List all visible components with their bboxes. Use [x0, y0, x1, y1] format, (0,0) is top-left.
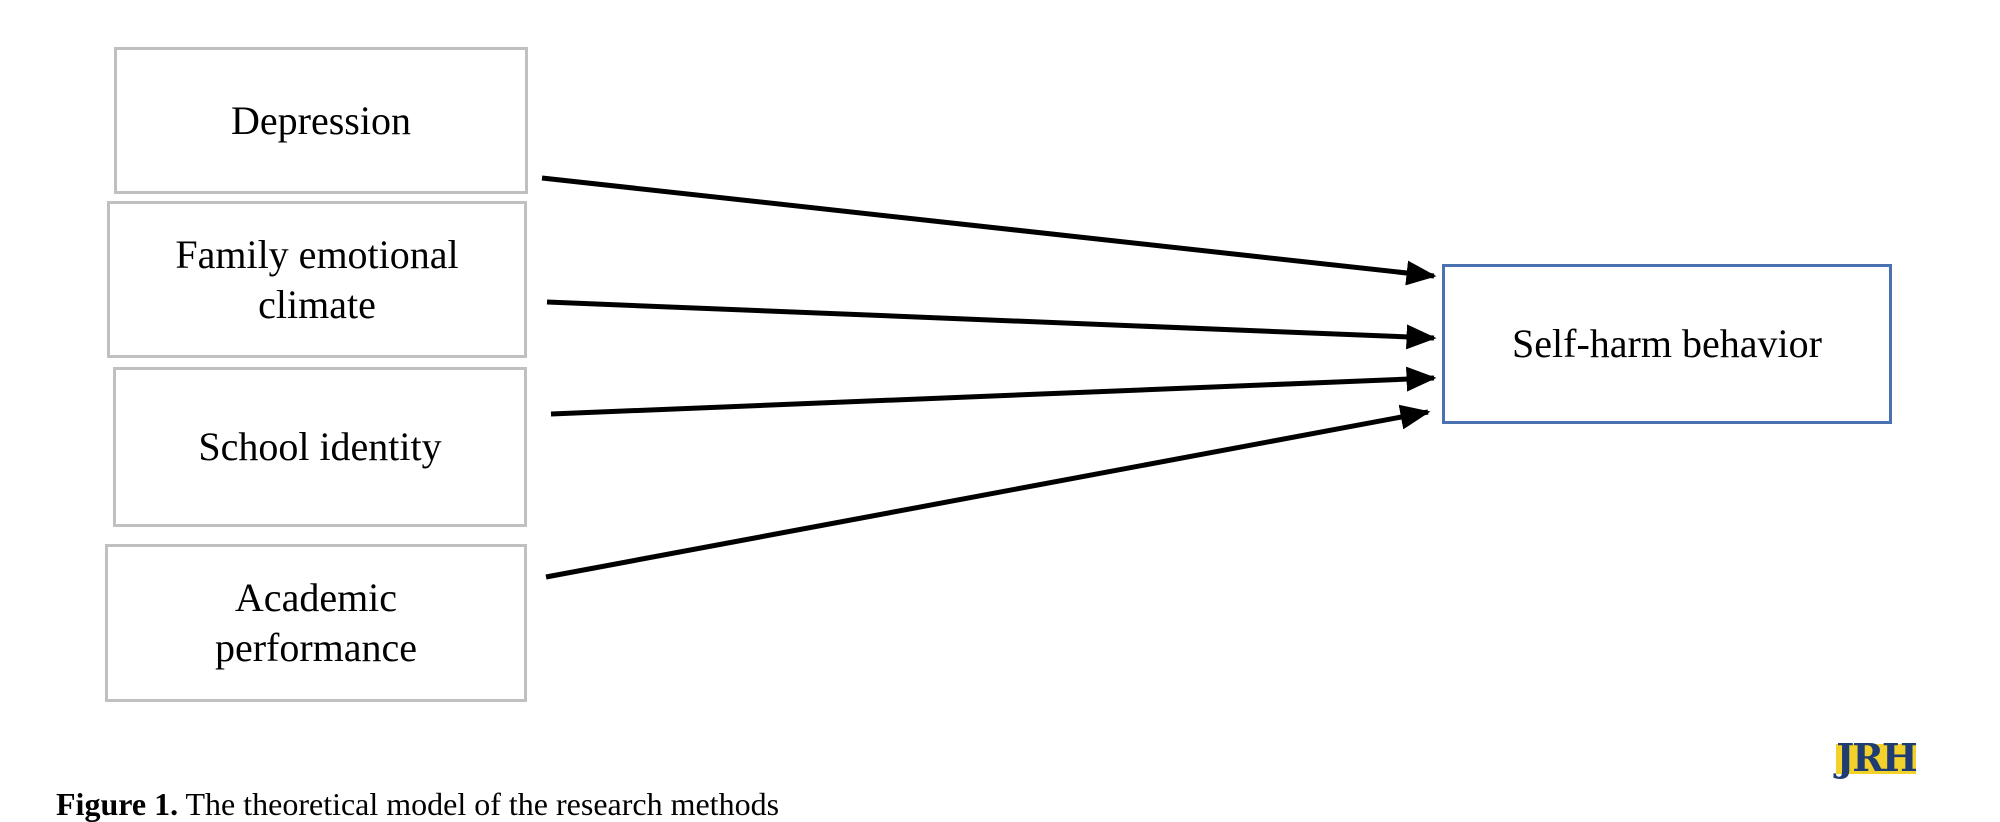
node-academic-label-line-1: Academic	[234, 575, 398, 620]
node-family-label-line-1: Family emotional	[175, 231, 459, 277]
arrow-depression-to-self-harm	[541, 175, 1437, 286]
node-depression: Depression	[114, 47, 528, 194]
node-selfharm-label: Self-harm behavior	[1512, 321, 1822, 366]
node-depression-label: Depression	[231, 97, 411, 143]
journal-logo-text: JRH	[1836, 735, 1917, 780]
node-academic-performance: Academic performance	[105, 544, 527, 702]
arrow-family-to-self-harm	[546, 299, 1437, 350]
journal-logo-background	[1836, 744, 1916, 774]
node-school-identity: School identity	[113, 367, 527, 527]
journal-logo: JRH	[1836, 735, 1918, 780]
figure-caption-label: Figure 1.	[56, 786, 179, 822]
figure-caption: Figure 1. The theoretical model of the r…	[56, 786, 779, 822]
node-academic-label-line-2: performance	[214, 625, 418, 670]
arrow-academic-to-self-harm	[545, 404, 1431, 580]
node-self-harm-behavior: Self-harm behavior	[1442, 264, 1892, 424]
figure-caption-text: The theoretical model of the research me…	[178, 786, 780, 822]
node-family-label-line-2: climate	[258, 281, 376, 327]
arrow-school-to-self-harm	[550, 366, 1437, 417]
node-school-label: School identity	[198, 424, 442, 469]
node-family-emotional-climate: Family emotional climate	[107, 201, 527, 358]
